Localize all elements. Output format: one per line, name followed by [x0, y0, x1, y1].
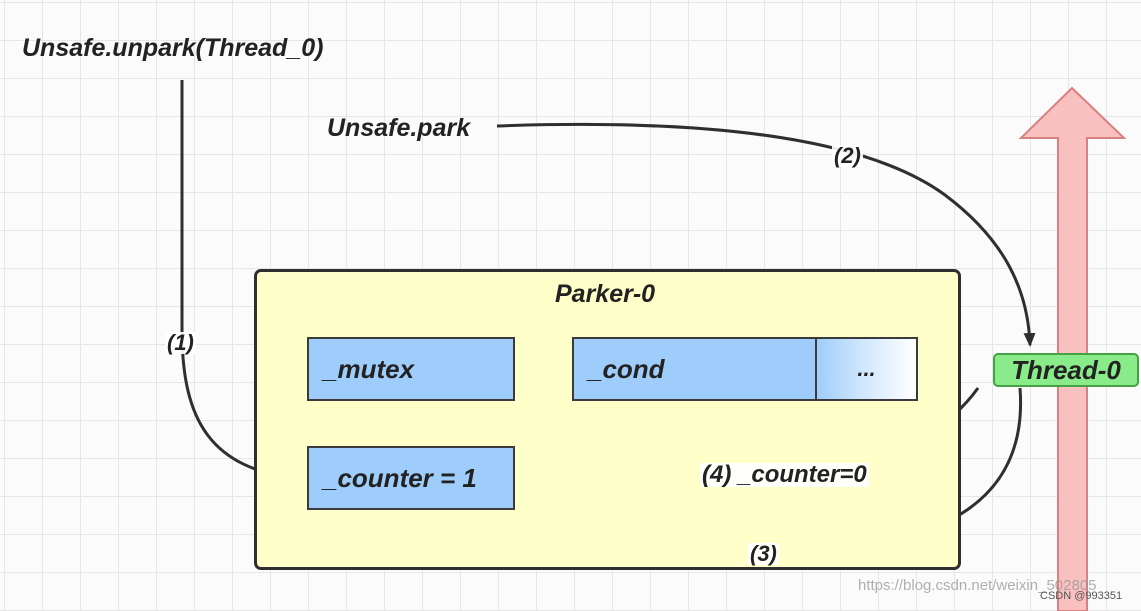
arrow-step-2 — [496, 122, 1036, 347]
cond-more-cell: ... — [815, 337, 918, 401]
watermark-url: https://blog.csdn.net/weixin_502805 — [858, 577, 1097, 594]
step-4-label: (4) _counter=0 — [700, 461, 869, 488]
more-label: ... — [857, 356, 876, 381]
unpark-label: Unsafe.unpark(Thread_0) — [22, 34, 324, 62]
mutex-label: _mutex — [323, 353, 415, 384]
mutex-field: _mutex — [307, 337, 515, 401]
counter-field: _counter = 1 — [307, 446, 515, 510]
thread-timeline-arrow — [1018, 86, 1127, 611]
thread-badge: Thread-0 — [993, 353, 1139, 387]
cond-label: _cond — [588, 353, 665, 384]
step-2-label: (2) — [832, 143, 863, 168]
parker-container — [254, 269, 961, 570]
watermark-csdn: CSDN @993351 — [1040, 590, 1123, 602]
counter-label: _counter = 1 — [323, 462, 477, 493]
thread-label: Thread-0 — [1011, 354, 1121, 385]
step-3-label: (3) — [748, 541, 779, 566]
park-label: Unsafe.park — [327, 114, 471, 142]
parker-title: Parker-0 — [555, 280, 656, 308]
step-1-label: (1) — [165, 330, 196, 355]
cond-field: _cond — [572, 337, 817, 401]
